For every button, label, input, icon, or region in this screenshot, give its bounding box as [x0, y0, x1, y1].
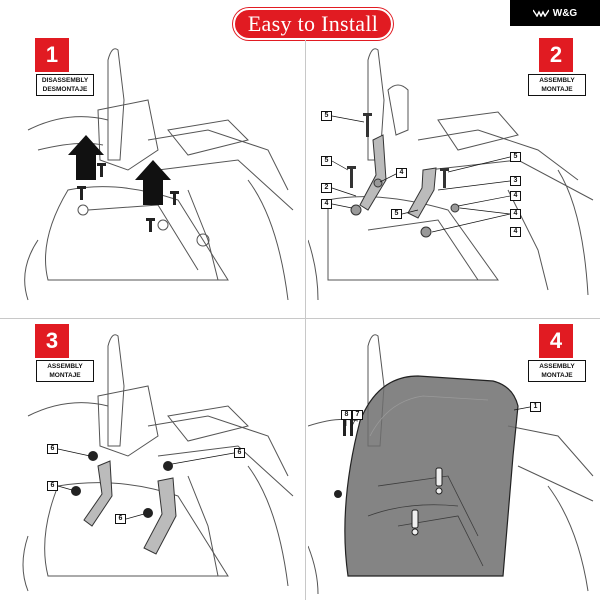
- callout-label: 5: [321, 111, 332, 121]
- brand-name: W&G: [552, 7, 578, 19]
- step-3-number: 3: [35, 324, 69, 358]
- step-1-tag: DISASSEMBLY DESMONTAJE: [36, 74, 94, 96]
- callout-label: 5: [321, 156, 332, 166]
- step-1-tag-es: DESMONTAJE: [42, 86, 88, 93]
- callout-label: 5: [510, 152, 521, 162]
- windscreen: [344, 375, 519, 577]
- motorcycle-screw-assembly-illustration: [22, 334, 294, 592]
- brand-logo: W&G: [510, 0, 600, 26]
- step-2-number: 2: [539, 38, 573, 72]
- callout-label: 6: [47, 481, 58, 491]
- callout-label: 6: [234, 448, 245, 458]
- arrow-up-icon: [135, 160, 171, 205]
- callout-label: 4: [510, 191, 521, 201]
- step-4-tag: ASSEMBLY MONTAJE: [528, 360, 586, 382]
- step-2-panel: 2 ASSEMBLY MONTAJE 5 5 4 2 4 5 5 3 4 4 4: [308, 38, 598, 310]
- callout-label: 7: [352, 410, 363, 420]
- callout-label: 6: [47, 444, 58, 454]
- arrow-up-icon: [68, 135, 104, 180]
- motorcycle-disassembly-illustration: [24, 48, 294, 301]
- windscreen-mounted-illustration: [308, 334, 594, 595]
- step-4-panel: 4 ASSEMBLY MONTAJE 8 7 1: [308, 324, 598, 596]
- callout-label: 4: [510, 209, 521, 219]
- step-2-tag: ASSEMBLY MONTAJE: [528, 74, 586, 96]
- callout-label: 4: [321, 199, 332, 209]
- step-2-tag-en: ASSEMBLY: [539, 77, 575, 84]
- step-1-number: 1: [35, 38, 69, 72]
- callout-label: 6: [115, 514, 126, 524]
- step-4-tag-es: MONTAJE: [541, 372, 573, 379]
- callout-label: 2: [321, 183, 332, 193]
- callout-label: 8: [341, 410, 352, 420]
- step-3-panel: 3 ASSEMBLY MONTAJE 6 6 6 6: [8, 324, 298, 596]
- callout-label: 1: [530, 402, 541, 412]
- panel-divider-vertical: [305, 40, 306, 600]
- page-title: Easy to Install: [233, 8, 393, 40]
- callout-label: 4: [510, 227, 521, 237]
- step-4-number: 4: [539, 324, 573, 358]
- wings-icon: [532, 9, 549, 17]
- panel-divider-horizontal: [0, 318, 600, 319]
- callout-label: 3: [510, 176, 521, 186]
- step-1-tag-en: DISASSEMBLY: [41, 77, 89, 84]
- step-1-panel: 1 DISASSEMBLY DESMONTAJE: [8, 38, 298, 310]
- step-3-tag: ASSEMBLY MONTAJE: [36, 360, 94, 382]
- motorcycle-bracket-assembly-illustration: [308, 48, 594, 301]
- step-2-tag-es: MONTAJE: [541, 86, 573, 93]
- step-4-tag-en: ASSEMBLY: [539, 363, 575, 370]
- callout-label: 4: [396, 168, 407, 178]
- callout-label: 5: [391, 209, 402, 219]
- step-3-tag-en: ASSEMBLY: [47, 363, 83, 370]
- step-3-tag-es: MONTAJE: [49, 372, 81, 379]
